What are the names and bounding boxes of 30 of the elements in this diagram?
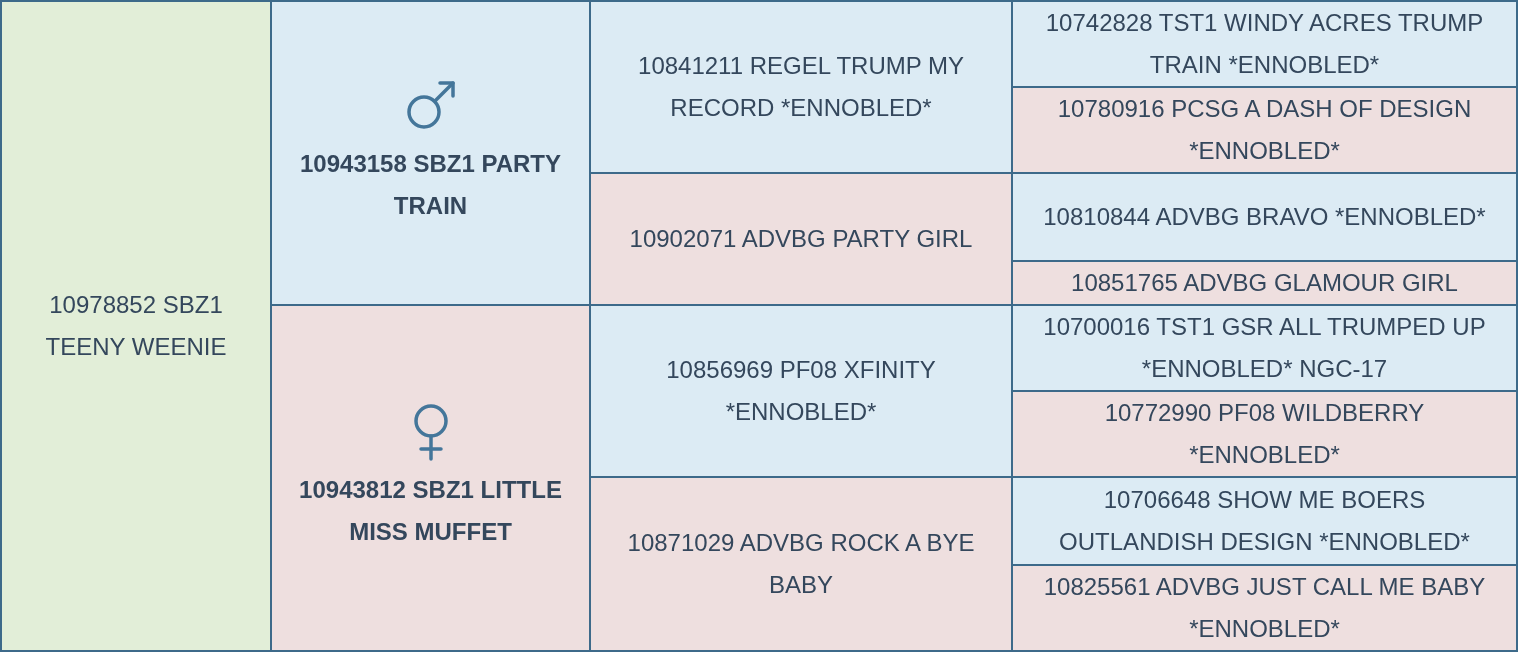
animal-name: 10700016 TST1 GSR ALL TRUMPED UP *ENNOBLED* NGC-17 [1042, 312, 1487, 384]
animal-name: 10706648 SHOW ME BOERS OUTLANDISH DESIGN *ENNOBLED* [1058, 485, 1471, 557]
animal-name: 10780916 PCSG A DASH OF DESIGN *ENNOBLED* [1056, 94, 1473, 166]
animal-name: 10943812 SBZ1 LITTLE MISS MUFFET [298, 475, 563, 547]
animal-name: 10825561 ADVBG JUST CALL ME BABY *ENNOBLED* [1042, 572, 1487, 644]
pedigree-cell [272, 306, 589, 650]
animal-name: 10851765 ADVBG GLAMOUR GIRL [1071, 268, 1458, 298]
pedigree-cell [1013, 392, 1516, 476]
animal-name: 10856969 PF08 XFINITY *ENNOBLED* [665, 355, 937, 427]
pedigree-cell [2, 2, 270, 650]
pedigree-cell [1013, 566, 1516, 650]
pedigree-cell [591, 306, 1011, 476]
pedigree-cell [591, 2, 1011, 172]
pedigree-cell [1013, 478, 1516, 564]
pedigree-cell [1013, 262, 1516, 304]
pedigree-cell [272, 2, 589, 304]
animal-name: 10772990 PF08 WILDBERRY *ENNOBLED* [1103, 398, 1426, 470]
pedigree-cell [1013, 174, 1516, 260]
animal-name: 10841211 REGEL TRUMP MY RECORD *ENNOBLED* [637, 51, 965, 123]
pedigree-cell [1013, 2, 1516, 86]
animal-name: 10943158 SBZ1 PARTY TRAIN [299, 149, 562, 221]
pedigree-cell [1013, 306, 1516, 390]
animal-name: 10978852 SBZ1 TEENY WEENIE [44, 290, 228, 362]
pedigree-cell [591, 174, 1011, 304]
animal-name: 10902071 ADVBG PARTY GIRL [629, 224, 973, 254]
animal-name: 10810844 ADVBG BRAVO *ENNOBLED* [1043, 202, 1486, 232]
pedigree-cell [591, 478, 1011, 650]
animal-name: 10742828 TST1 WINDY ACRES TRUMP TRAIN *ENNOBLED* [1044, 8, 1485, 80]
animal-name: 10871029 ADVBG ROCK A BYE BABY [627, 528, 975, 600]
pedigree-cell [1013, 88, 1516, 172]
